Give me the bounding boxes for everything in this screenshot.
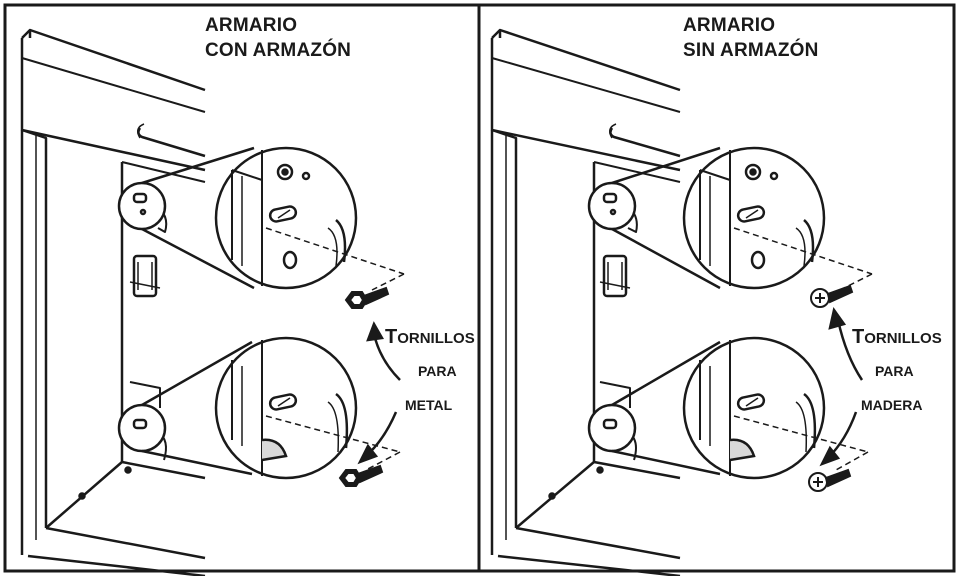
left-title-line2: CON ARMAZÓN <box>205 40 352 61</box>
right-callout-arrows <box>819 306 864 467</box>
hex-screw-bottom-icon <box>338 464 384 487</box>
right-magnifier-top <box>587 146 826 290</box>
right-magnifier-bottom <box>587 336 826 480</box>
phillips-screw-top-icon <box>810 284 854 308</box>
left-screws-rest: ORNILLOS <box>397 330 475 347</box>
phillips-screw-bottom-icon <box>808 468 852 492</box>
left-magnifier-bottom <box>117 336 358 480</box>
right-screws-rest: ORNILLOS <box>864 330 942 347</box>
right-title-line2: SIN ARMAZÓN <box>683 40 819 61</box>
left-screws-line2: PARA <box>418 363 457 379</box>
right-panel-cabinet <box>490 28 681 576</box>
left-panel-cabinet <box>20 28 206 576</box>
left-screws-initial: T <box>385 326 398 348</box>
left-screws-label: TORNILLOS <box>385 327 475 347</box>
right-screws-line2: PARA <box>875 363 914 379</box>
right-title-line1: ARMARIO <box>683 15 776 36</box>
left-callout-arrows <box>357 321 401 465</box>
hex-screw-top-icon <box>344 286 390 309</box>
right-screws-label: TORNILLOS <box>852 327 942 347</box>
left-screws-line3: METAL <box>405 397 453 413</box>
right-screws-line3: MADERA <box>861 397 923 413</box>
right-screws-initial: T <box>852 326 865 348</box>
left-title-line1: ARMARIO <box>205 15 298 36</box>
left-magnifier-top <box>117 146 358 290</box>
